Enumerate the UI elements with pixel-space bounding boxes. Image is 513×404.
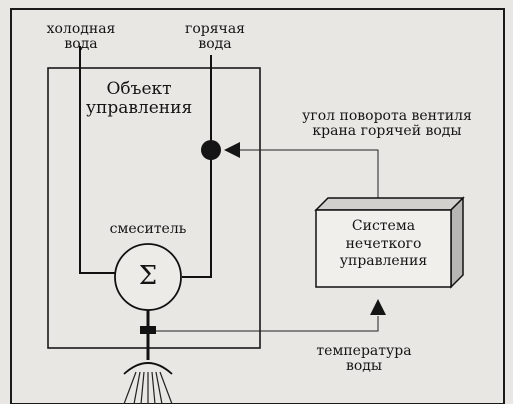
control-signal-line (240, 149, 379, 199)
valve-arrow-head (224, 142, 240, 158)
fuzzy-box-front (315, 209, 452, 288)
cold-water-pipe (79, 46, 118, 274)
temperature-label-line2: воды (345, 358, 383, 375)
fuzzy-box-top (314, 197, 465, 211)
hot-water-label-line2: вода (198, 36, 232, 53)
hot-water-label: горячая вода (172, 21, 258, 53)
feedback-line (156, 316, 379, 332)
cold-water-label: холодная вода (38, 21, 124, 53)
hot-water-pipe (182, 55, 212, 278)
hot-water-label-line1: горячая (185, 21, 245, 37)
mixer-label: смеситель (109, 221, 187, 237)
cold-water-label-line1: холодная (46, 21, 116, 37)
fuzzy-system-label: Система нечеткого управления (318, 218, 449, 271)
fuzzy-box-side (450, 196, 464, 289)
fuzzy-system-label-line2: нечеткого (345, 235, 422, 252)
fuzzy-system-label-line3: управления (339, 253, 428, 269)
control-object-title-line2: управления (86, 97, 193, 118)
control-object-box (47, 67, 261, 349)
cold-water-label-line2: вода (64, 36, 98, 53)
fuzzy-system-label-line1: Система (351, 218, 416, 234)
control-object-title-line1: Объект (106, 79, 172, 99)
temperature-label: температура воды (306, 343, 422, 375)
feedback-arrow-head (370, 299, 386, 315)
hot-water-valve (201, 140, 221, 160)
valve-angle-label: угол поворота вентиля крана горячей воды (294, 108, 480, 140)
water-spray (123, 371, 173, 404)
outer-frame (10, 8, 505, 404)
valve-angle-label-line2: крана горячей воды (312, 123, 462, 140)
shower-head (123, 362, 173, 375)
sigma-symbol: Σ (138, 261, 158, 291)
temperature-sensor (140, 326, 156, 334)
temperature-label-line1: температура (316, 343, 412, 359)
control-object-title: Объект управления (86, 80, 192, 117)
valve-angle-label-line1: угол поворота вентиля (302, 108, 472, 124)
